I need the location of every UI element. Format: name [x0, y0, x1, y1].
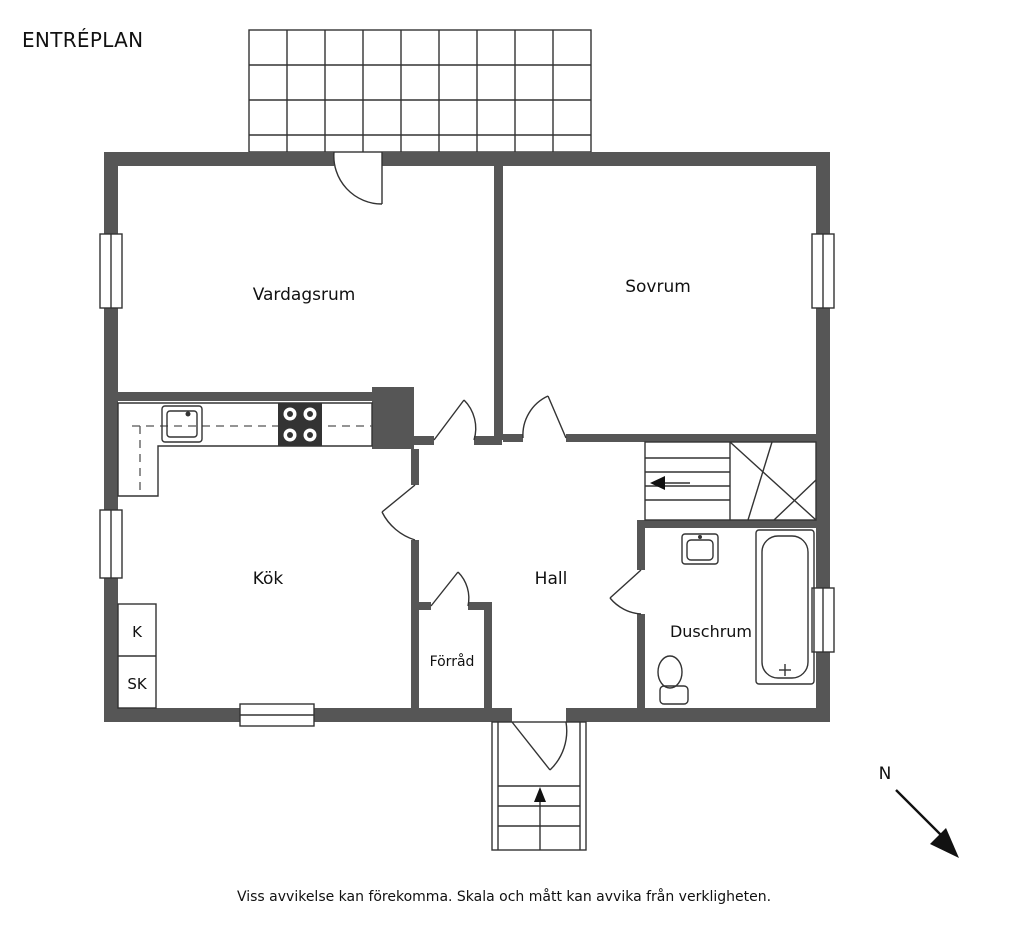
room-label-duschrum: Duschrum — [670, 622, 752, 641]
patio — [248, 29, 592, 153]
windows — [99, 233, 835, 727]
room-label-forrad: Förråd — [430, 653, 475, 670]
room-label-hall: Hall — [535, 569, 568, 589]
doors — [333, 151, 642, 771]
compass: N — [879, 764, 959, 858]
appliance-label-fridge: K — [132, 623, 143, 641]
disclaimer: Viss avvikelse kan förekomma. Skala och … — [236, 889, 772, 905]
room-label-sovrum: Sovrum — [625, 277, 691, 297]
kitchen-counter — [117, 402, 373, 497]
north-arrow-icon — [895, 789, 943, 837]
appliance-label-freezer: SK — [127, 675, 148, 693]
compass-label: N — [879, 764, 892, 784]
interior-walls — [118, 166, 816, 708]
fridge-freezer — [117, 603, 157, 709]
bathroom-fixtures — [657, 529, 815, 705]
entrance-steps — [491, 721, 587, 851]
plan-title: ENTRÉPLAN — [22, 28, 144, 52]
room-label-kok: Kök — [253, 569, 284, 589]
room-label-vardagsrum: Vardagsrum — [253, 285, 356, 305]
staircase — [644, 441, 817, 521]
